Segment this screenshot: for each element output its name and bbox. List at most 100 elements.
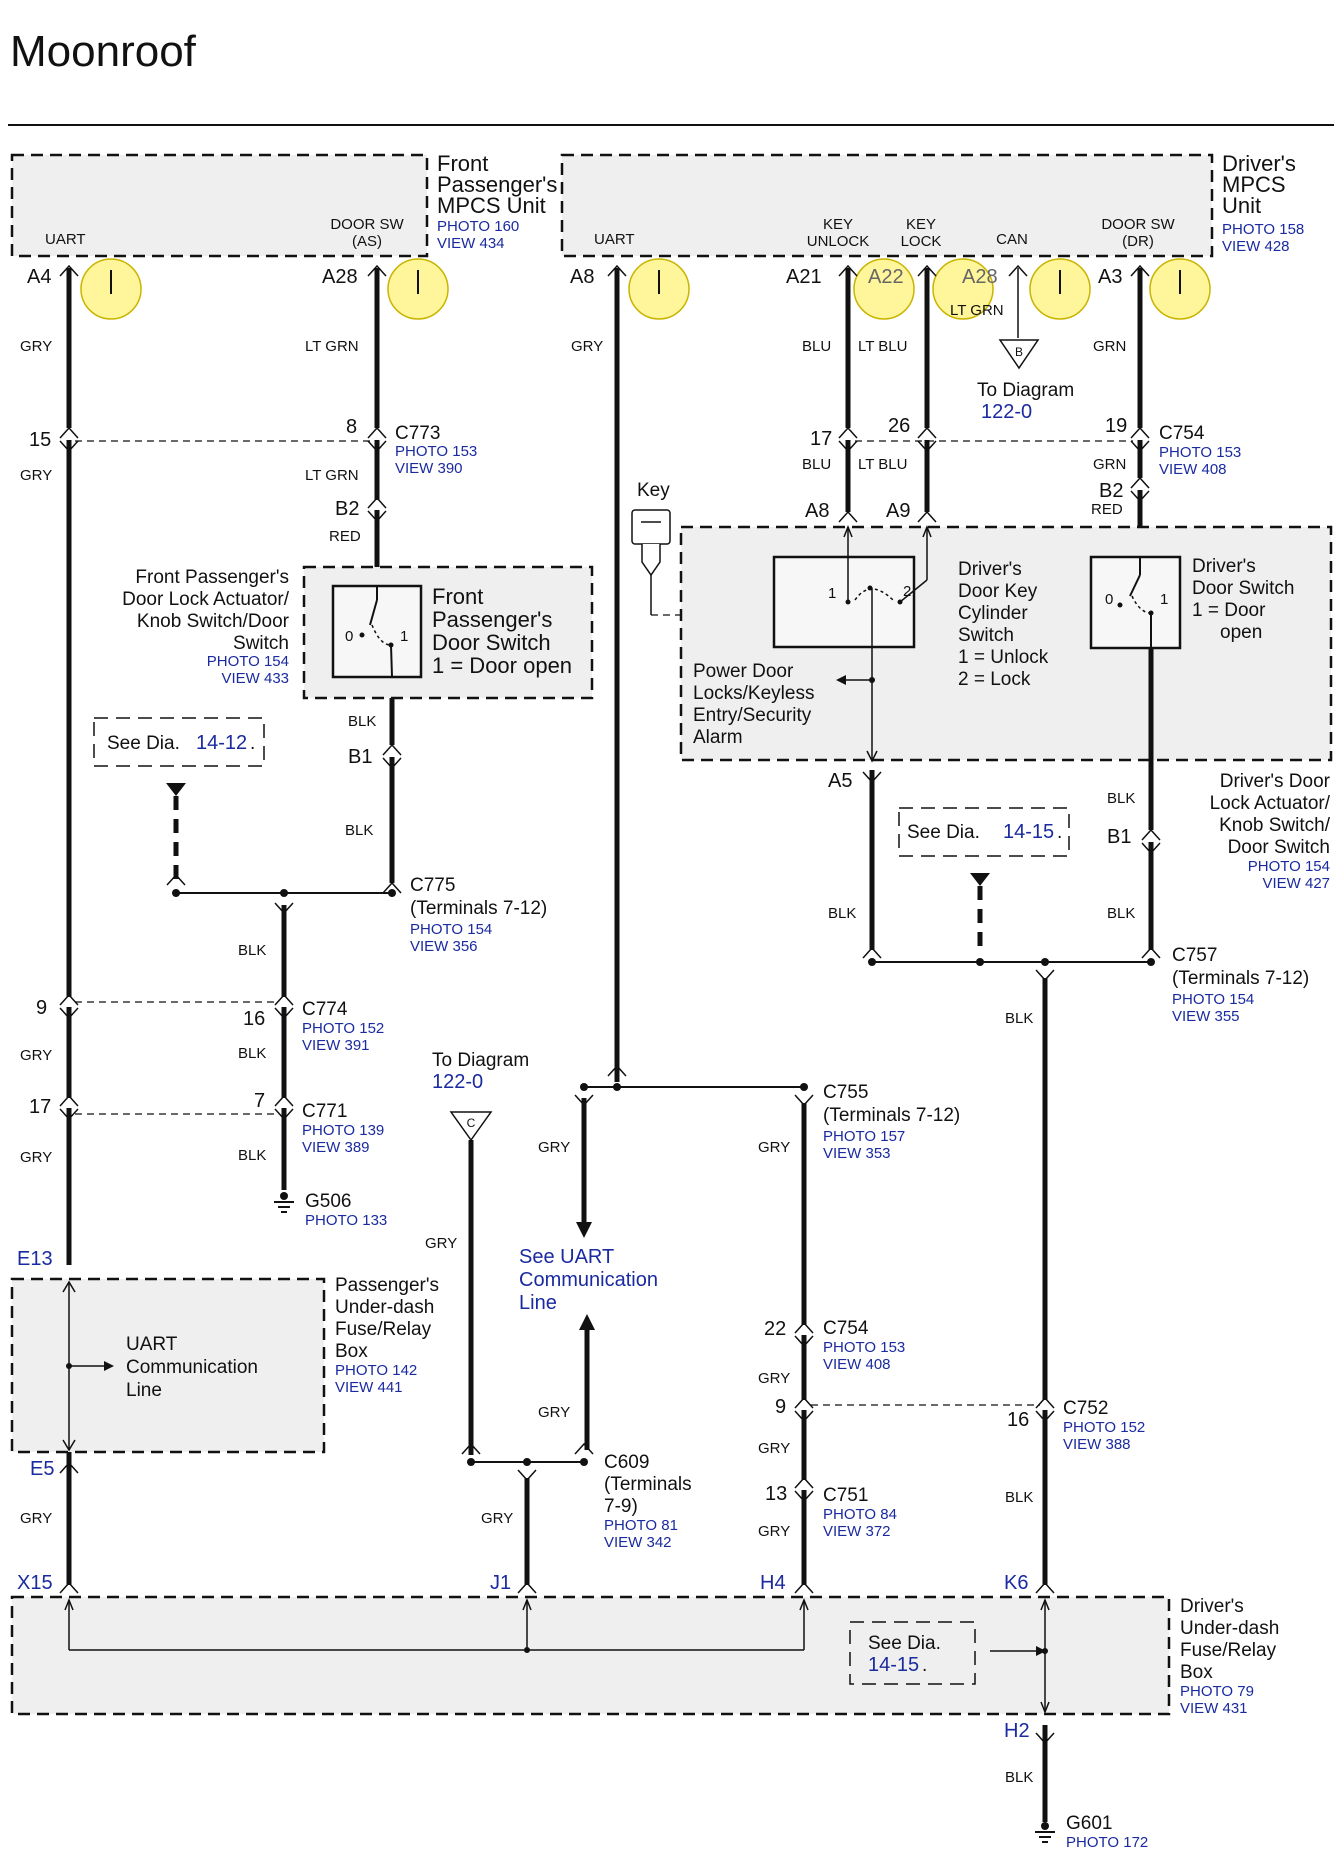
connector-c773: C773 PHOTO 153 VIEW 390 xyxy=(395,423,477,477)
splice-c775: C775 (Terminals 7-12) PHOTO 154 VIEW 356 xyxy=(166,873,547,1190)
svg-text:VIEW 408: VIEW 408 xyxy=(1159,461,1227,478)
svg-text:UART: UART xyxy=(126,1334,178,1355)
svg-text:VIEW 431: VIEW 431 xyxy=(1180,1700,1248,1717)
svg-text:Alarm: Alarm xyxy=(693,727,743,748)
front-passenger-mpcs-unit: Front Passenger's MPCS Unit PHOTO 160 VI… xyxy=(10,151,557,258)
svg-text:17: 17 xyxy=(29,1096,51,1118)
drivers-door-lock-actuator: 1 2 Driver's Door Key Cylinder Switch 1 … xyxy=(679,524,1333,763)
svg-text:BLK: BLK xyxy=(1107,905,1135,922)
svg-text:(DR): (DR) xyxy=(1122,233,1154,250)
svg-text:Front: Front xyxy=(432,584,483,609)
svg-text:Key: Key xyxy=(637,480,670,501)
svg-text:Front Passenger's: Front Passenger's xyxy=(135,567,289,588)
svg-text:VIEW 408: VIEW 408 xyxy=(823,1356,891,1373)
svg-text:C757: C757 xyxy=(1172,945,1217,966)
svg-text:KEY: KEY xyxy=(823,216,853,233)
svg-text:7: 7 xyxy=(254,1090,265,1112)
svg-text:(AS): (AS) xyxy=(352,233,382,250)
svg-text:J1: J1 xyxy=(490,1572,511,1594)
svg-text:VIEW 355: VIEW 355 xyxy=(1172,1008,1240,1025)
svg-text:GRY: GRY xyxy=(20,338,52,355)
svg-text:Entry/Security: Entry/Security xyxy=(693,705,812,726)
svg-text:PHOTO 158: PHOTO 158 xyxy=(1222,221,1304,238)
svg-text:A22: A22 xyxy=(868,266,904,288)
svg-text:BLK: BLK xyxy=(345,822,373,839)
svg-text:MPCS: MPCS xyxy=(1222,172,1286,197)
top-pin-labels: A4 A28 A8 A21 A22 A28 A3 xyxy=(27,266,1122,288)
svg-text:Communication: Communication xyxy=(519,1269,658,1291)
svg-text:C774: C774 xyxy=(302,999,348,1020)
svg-text:122-0: 122-0 xyxy=(981,401,1032,423)
svg-text:VIEW 427: VIEW 427 xyxy=(1262,875,1330,892)
svg-text:Switch: Switch xyxy=(958,625,1014,646)
see-dia-14-12: See Dia. 14-12 . xyxy=(93,717,265,880)
svg-text:To Diagram: To Diagram xyxy=(977,380,1074,401)
svg-text:Under-dash: Under-dash xyxy=(335,1297,434,1318)
svg-text:BLK: BLK xyxy=(348,713,376,730)
svg-text:C751: C751 xyxy=(823,1485,868,1506)
connector-c771: C771 PHOTO 139 VIEW 389 xyxy=(302,1101,384,1156)
svg-text:Passenger's: Passenger's xyxy=(432,607,552,632)
svg-text:BLU: BLU xyxy=(802,456,831,473)
svg-text:14-15: 14-15 xyxy=(868,1654,919,1676)
svg-text:A5: A5 xyxy=(828,770,852,792)
svg-text:BLK: BLK xyxy=(238,942,266,959)
svg-text:UART: UART xyxy=(45,231,86,248)
svg-text:LOCK: LOCK xyxy=(901,233,942,250)
svg-text:B2: B2 xyxy=(1099,480,1123,502)
svg-text:19: 19 xyxy=(1105,415,1127,437)
svg-text:CAN: CAN xyxy=(996,231,1028,248)
svg-text:PHOTO 84: PHOTO 84 xyxy=(823,1506,897,1523)
svg-text:DOOR SW: DOOR SW xyxy=(1101,216,1175,233)
svg-text:Box: Box xyxy=(335,1341,368,1362)
svg-text:Fuse/Relay: Fuse/Relay xyxy=(335,1319,432,1340)
connector-c754-upper: C754 PHOTO 153 VIEW 408 xyxy=(1159,423,1241,478)
svg-text:C775: C775 xyxy=(410,875,455,896)
svg-text:14-12: 14-12 xyxy=(196,732,247,754)
svg-text:B1: B1 xyxy=(1107,826,1131,848)
svg-text:Knob Switch/: Knob Switch/ xyxy=(1219,815,1331,836)
wire-gry-h4 xyxy=(794,1103,814,1594)
svg-text:C771: C771 xyxy=(302,1101,347,1122)
svg-text:See Dia.: See Dia. xyxy=(868,1633,941,1654)
front-passenger-door-lock-actuator: 0 1 Front Passenger's Door Switch 1 = Do… xyxy=(122,565,594,700)
svg-text:22: 22 xyxy=(764,1318,786,1340)
svg-text:.: . xyxy=(922,1655,927,1676)
svg-text:RED: RED xyxy=(1091,501,1123,518)
svg-text:Communication: Communication xyxy=(126,1357,258,1378)
svg-text:A8: A8 xyxy=(805,500,829,522)
svg-text:VIEW 388: VIEW 388 xyxy=(1063,1436,1131,1453)
svg-text:BLK: BLK xyxy=(238,1147,266,1164)
svg-text:PHOTO 133: PHOTO 133 xyxy=(305,1212,387,1229)
svg-text:1 = Unlock: 1 = Unlock xyxy=(958,647,1049,668)
svg-text:DOOR SW: DOOR SW xyxy=(330,216,404,233)
see-dia-14-15-upper: See Dia. 14-15 . xyxy=(898,807,1070,950)
svg-text:KEY: KEY xyxy=(906,216,936,233)
svg-text:To Diagram: To Diagram xyxy=(432,1050,529,1071)
svg-text:9: 9 xyxy=(775,1396,786,1418)
svg-text:0: 0 xyxy=(1105,591,1113,608)
svg-text:Door Switch: Door Switch xyxy=(1192,578,1294,599)
svg-text:B: B xyxy=(1015,345,1023,359)
svg-text:(Terminals 7-12): (Terminals 7-12) xyxy=(1172,968,1309,989)
svg-text:GRY: GRY xyxy=(571,338,603,355)
svg-text:C: C xyxy=(467,1116,476,1130)
svg-text:GRY: GRY xyxy=(758,1523,790,1540)
svg-text:VIEW 391: VIEW 391 xyxy=(302,1037,370,1054)
svg-text:VIEW 372: VIEW 372 xyxy=(823,1523,891,1540)
svg-text:Power Door: Power Door xyxy=(693,661,794,682)
svg-text:X15: X15 xyxy=(17,1572,53,1594)
svg-text:LT GRN: LT GRN xyxy=(950,302,1004,319)
svg-text:Driver's: Driver's xyxy=(958,559,1022,580)
svg-text:.: . xyxy=(250,733,255,754)
svg-text:BLK: BLK xyxy=(1005,1489,1033,1506)
svg-text:VIEW 390: VIEW 390 xyxy=(395,460,463,477)
svg-text:LT GRN: LT GRN xyxy=(305,338,359,355)
svg-text:BLK: BLK xyxy=(1107,790,1135,807)
svg-text:Door Key: Door Key xyxy=(958,581,1038,602)
svg-text:VIEW 356: VIEW 356 xyxy=(410,938,478,955)
page-title: Moonroof xyxy=(10,27,197,76)
svg-text:See UART: See UART xyxy=(519,1246,614,1268)
svg-text:PHOTO 79: PHOTO 79 xyxy=(1180,1683,1254,1700)
svg-text:A28: A28 xyxy=(962,266,998,288)
